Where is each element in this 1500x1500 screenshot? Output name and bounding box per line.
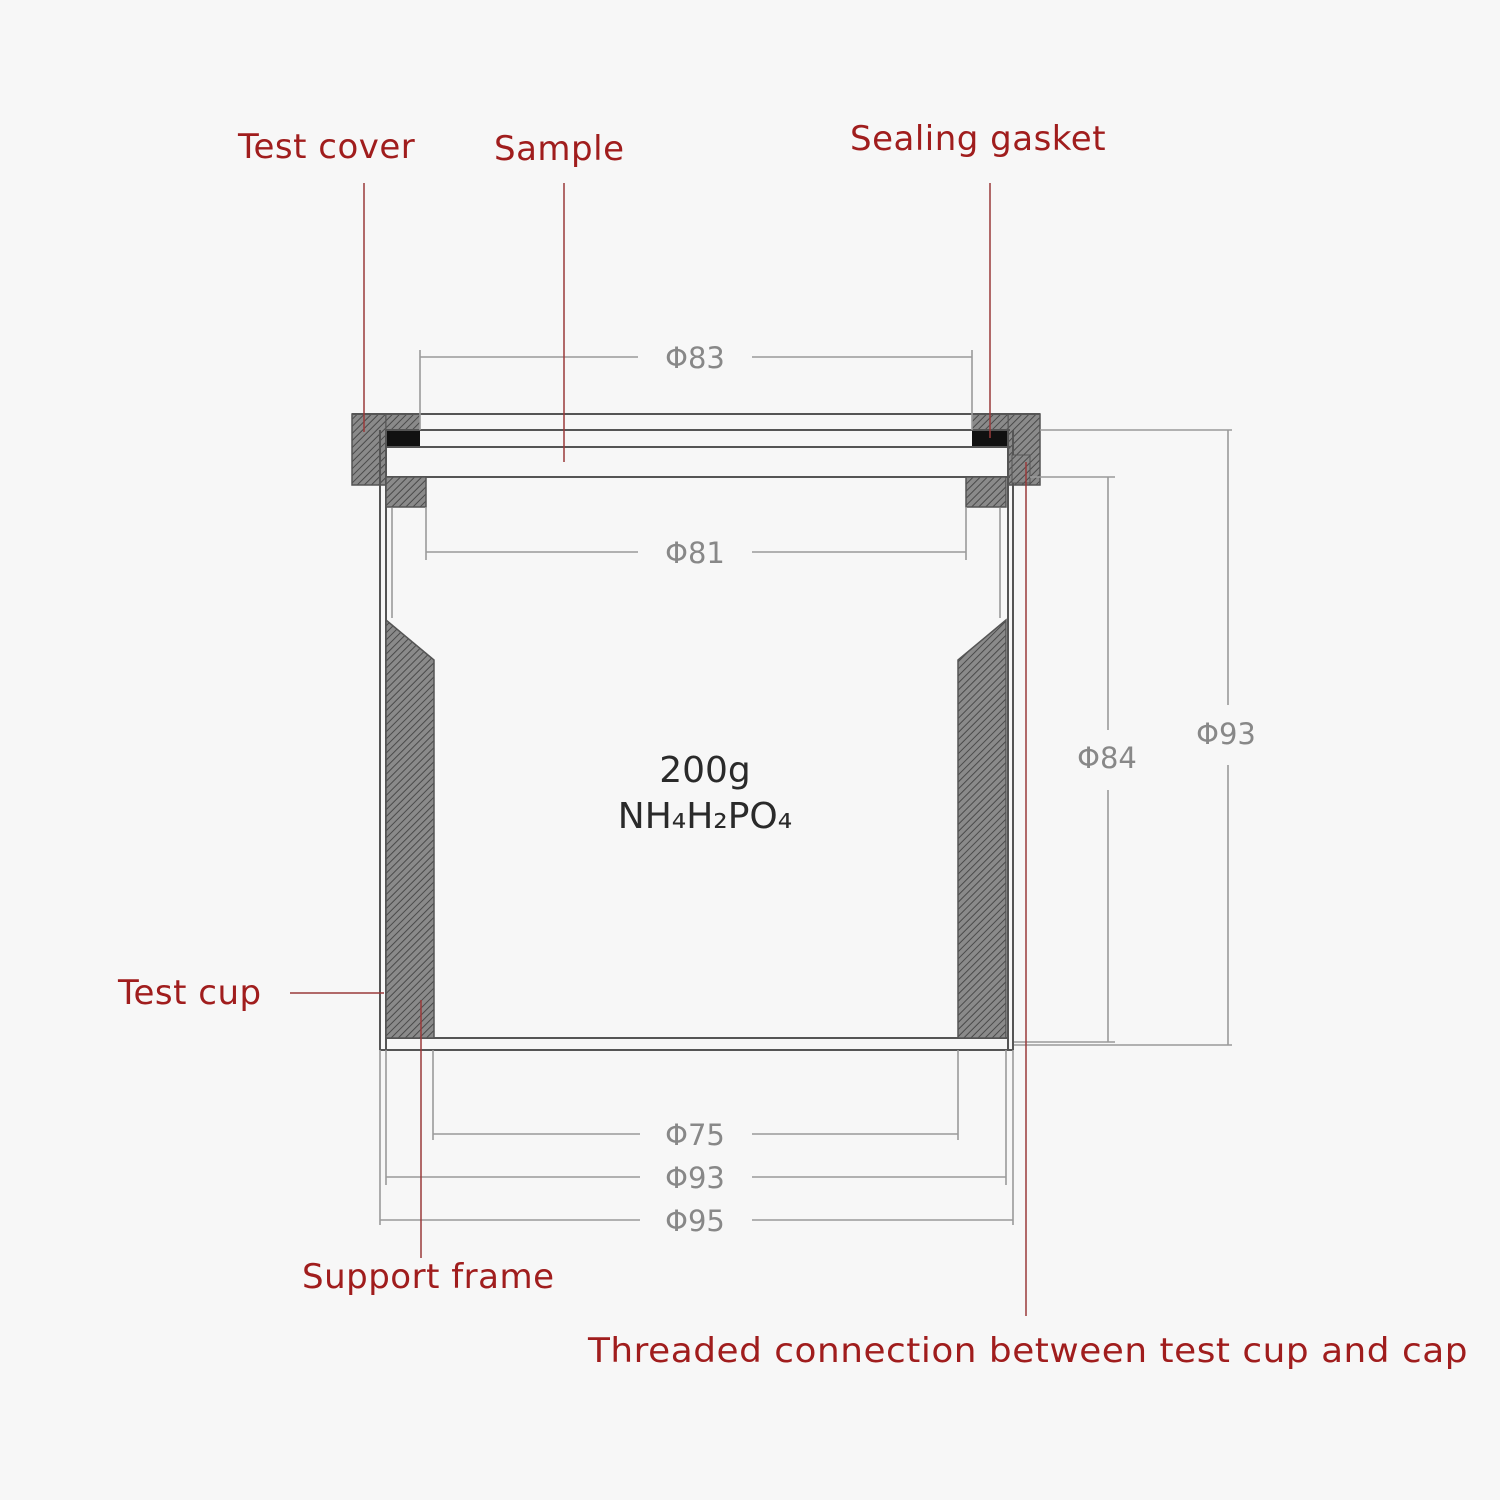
dimension-lines <box>379 350 1232 1225</box>
dim-label-inner-height: Φ84 <box>1077 741 1137 775</box>
dim-label-bottom-outer: Φ95 <box>665 1204 725 1238</box>
sealing-gasket-left <box>386 430 420 446</box>
dim-label-inner-support: Φ81 <box>665 536 725 570</box>
dim-label-bottom-inner: Φ75 <box>665 1118 725 1152</box>
dim-label-outer-height: Φ93 <box>1196 717 1256 751</box>
label-sample: Sample <box>494 129 624 169</box>
sample-plate <box>386 429 1010 478</box>
content-mass: 200g <box>659 750 751 791</box>
label-test-cover: Test cover <box>237 127 415 167</box>
content-compound: NH₄H₂PO₄ <box>618 796 792 837</box>
label-support-frame: Support frame <box>302 1257 555 1297</box>
test-cover-shape <box>351 413 1041 486</box>
test-cup-body <box>379 430 1014 1051</box>
label-threaded-connection: Threaded connection between test cup and… <box>587 1331 1468 1371</box>
label-test-cup: Test cup <box>117 973 262 1013</box>
support-frame-left <box>385 618 435 1039</box>
support-frame-right <box>957 618 1007 1039</box>
leader-lines <box>290 183 1027 1316</box>
support-ring-left <box>385 476 427 508</box>
support-ring-right <box>965 476 1007 508</box>
dim-label-top-opening: Φ83 <box>665 341 725 375</box>
dim-label-bottom-cup: Φ93 <box>665 1161 725 1195</box>
label-sealing-gasket: Sealing gasket <box>850 119 1106 159</box>
threaded-connection-shape <box>1011 454 1031 484</box>
